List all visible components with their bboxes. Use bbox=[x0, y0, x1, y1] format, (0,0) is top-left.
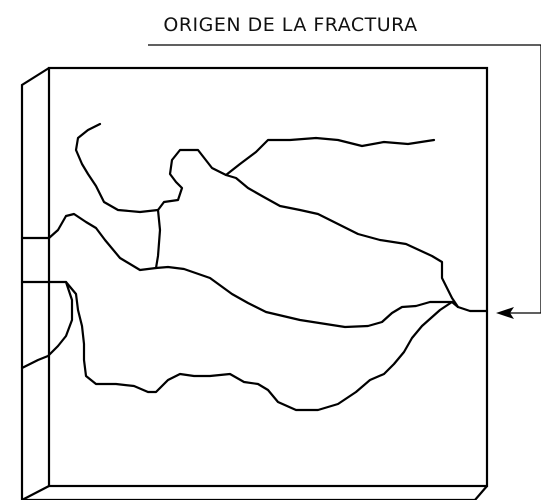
origin-pointer-line bbox=[148, 44, 541, 314]
specimen-side-face-bottom-edge bbox=[21, 485, 50, 500]
specimen-bottom-corner-edge bbox=[474, 485, 488, 500]
fracture-crack-lower-branch bbox=[20, 280, 454, 412]
specimen-side-face-top-edge bbox=[20, 67, 50, 500]
fracture-crack-upper-branch bbox=[154, 148, 460, 309]
fracture-origin-label: ORIGEN DE LA FRACTURA bbox=[163, 14, 418, 36]
arrow-left-icon bbox=[496, 307, 514, 319]
specimen-front-face bbox=[47, 66, 489, 488]
fracture-crack-top-right-branch bbox=[224, 136, 436, 177]
fracture-crack-main bbox=[20, 212, 489, 329]
fracture-crack-top-left-branch bbox=[74, 122, 160, 214]
fracture-crack-left-lobe bbox=[20, 280, 74, 370]
